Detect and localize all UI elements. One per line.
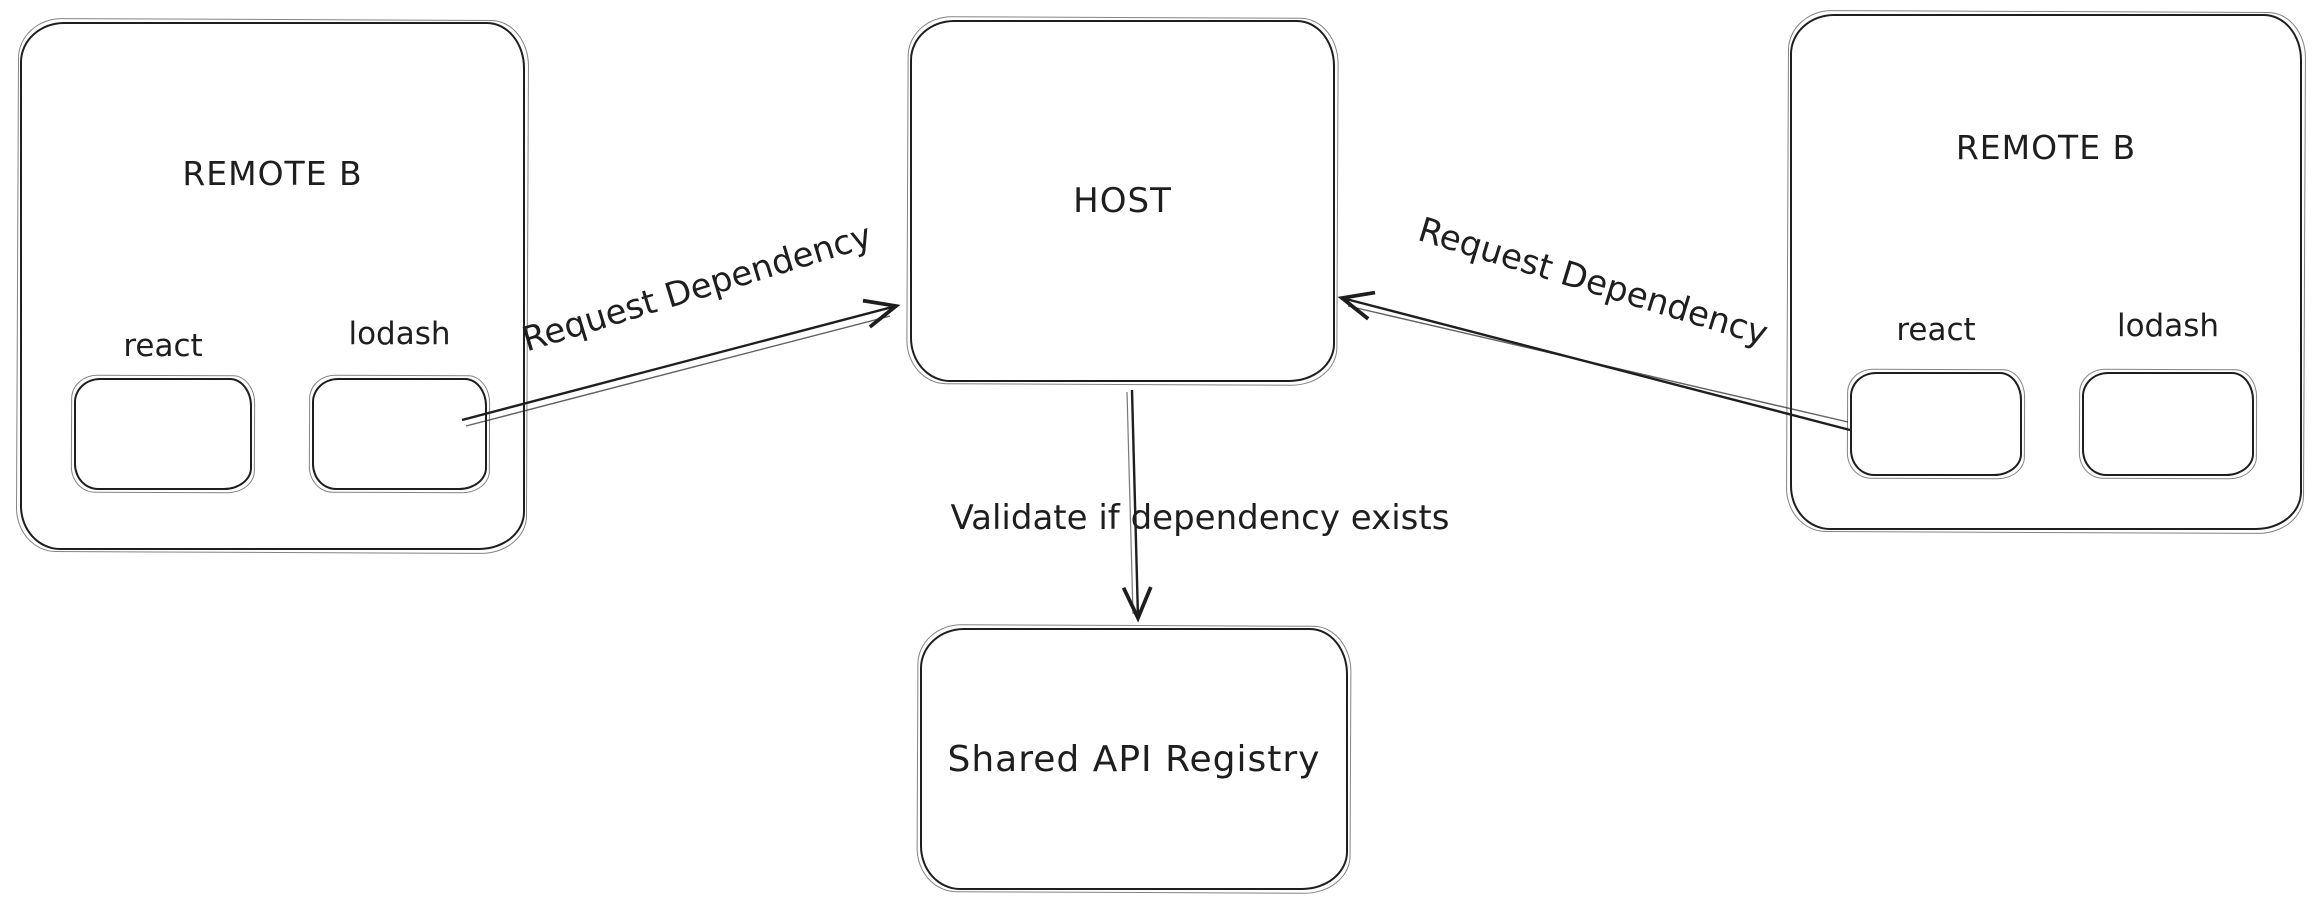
edge-label-request-dependency-right: Request Dependency [1413,209,1773,355]
node-remote-left-react-label: react [123,328,203,364]
node-remote-left-react [74,378,252,490]
node-host: HOST [910,20,1335,382]
edge-label-request-dependency-left: Request Dependency [517,215,877,361]
edge-label-validate-dependency: Validate if dependency exists [950,498,1450,538]
node-remote-right-react [1850,372,2022,476]
node-remote-right-react-label: react [1896,312,1976,348]
node-registry: Shared API Registry [920,628,1348,890]
node-registry-label: Shared API Registry [947,738,1321,780]
node-remote-right-label: REMOTE B [1955,128,2137,167]
node-remote-left: REMOTE B react lodash [20,22,525,550]
node-remote-left-lodash-label: lodash [348,316,451,352]
node-remote-right: REMOTE B react lodash [1790,14,2302,530]
node-host-label: HOST [1073,181,1172,221]
node-remote-right-lodash [2082,372,2254,476]
node-remote-left-lodash [312,378,487,490]
node-remote-left-label: REMOTE B [182,154,363,193]
node-remote-right-lodash-label: lodash [2116,308,2220,344]
